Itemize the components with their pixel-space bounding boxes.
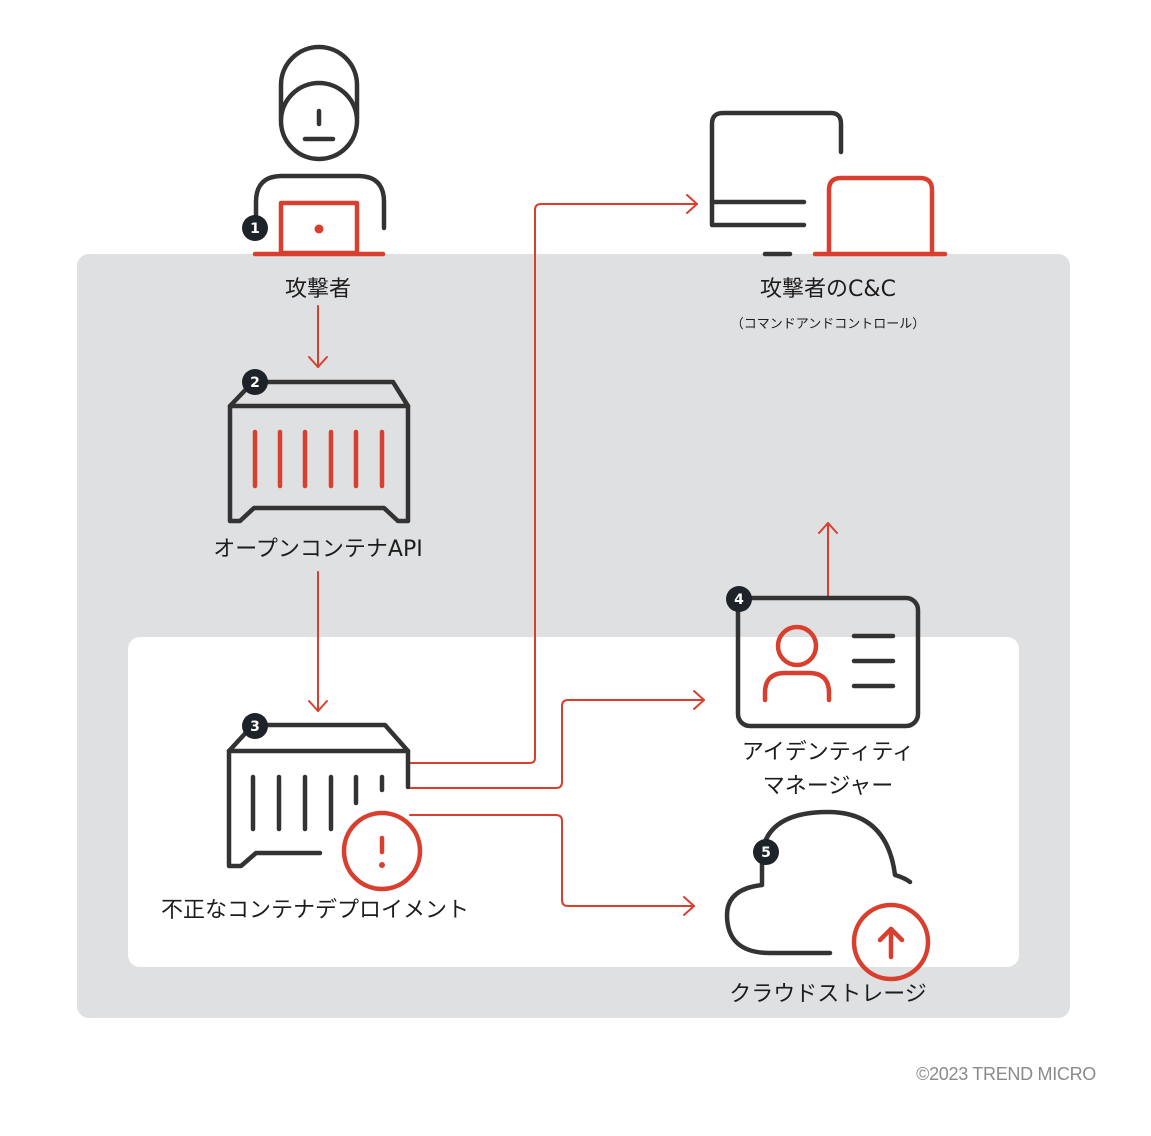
arrowhead-icon (308, 356, 328, 368)
attacker-label: 攻撃者 (284, 277, 352, 302)
step-badge-1: 1 (242, 215, 268, 241)
container-icon (227, 379, 411, 524)
svg-text:3: 3 (250, 719, 260, 735)
arrowhead-icon (308, 700, 328, 712)
arrowhead-icon (693, 690, 705, 710)
malicious-container-deployment-label: 不正なコンテナデプロイメント (160, 898, 470, 923)
copyright-text: ©2023 TREND MICRO (916, 1064, 1096, 1084)
cloud-storage-label: クラウドストレージ (729, 982, 927, 1007)
arrowhead-icon (683, 896, 695, 916)
step-badge-5: 5 (753, 839, 779, 865)
svg-text:4: 4 (734, 592, 744, 608)
svg-text:1: 1 (250, 221, 260, 237)
id-card-icon (735, 595, 921, 729)
cloud-upload-icon (724, 809, 913, 956)
edge-attacker-to-api (308, 305, 328, 368)
attacker-with-laptop-icon (252, 44, 387, 257)
arrowhead-icon (818, 522, 838, 534)
cc-sublabel: （コマンドアンドコントロール） (730, 317, 926, 332)
step-badge-2: 2 (242, 369, 268, 395)
svg-text:2: 2 (250, 375, 260, 391)
malicious-container-icon (226, 722, 411, 869)
step-badge-3: 3 (242, 713, 268, 739)
identity-manager-label-line1: アイデンティティ (741, 740, 915, 765)
open-container-api-label: オープンコンテナAPI (213, 537, 423, 562)
edge-container-to-identity-manager (409, 690, 705, 789)
upload-arrow-icon (851, 902, 931, 982)
edge-api-to-malicious-container (308, 571, 328, 712)
monitor-laptop-icon (709, 110, 948, 257)
edge-container-to-cloud-storage (409, 814, 695, 916)
svg-text:5: 5 (761, 845, 771, 861)
warning-icon (341, 810, 423, 892)
identity-manager-label-line2: マネージャー (762, 774, 894, 799)
arrowhead-icon (686, 194, 698, 214)
edge-identity-manager-to-cc (818, 522, 838, 598)
edge-container-to-cc (409, 194, 698, 764)
step-badge-4: 4 (726, 586, 752, 612)
cc-label: 攻撃者のC&C (760, 277, 896, 302)
